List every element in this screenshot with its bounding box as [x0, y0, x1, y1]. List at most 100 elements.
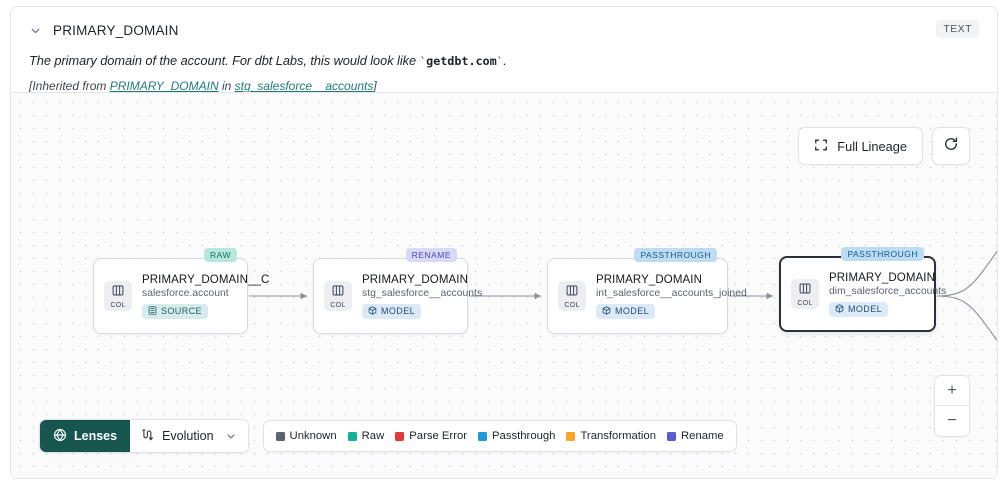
column-detail-card: PRIMARY_DOMAIN TEXT The primary domain o… [10, 6, 998, 479]
node-info: PRIMARY_DOMAIN dim_salesforce_accounts M… [819, 272, 946, 317]
col-type-chip: COL [324, 281, 352, 311]
node-kind-label: MODEL [848, 304, 883, 314]
lineage-legend: Unknown Raw Parse Error Passthrough [262, 420, 737, 452]
zoom-out-button[interactable]: − [947, 412, 957, 429]
columns-icon [566, 283, 578, 301]
legend-item: Parse Error [395, 430, 467, 442]
node-table-name: dim_salesforce_accounts [829, 285, 947, 297]
node-info: PRIMARY_DOMAIN stg_salesforce__accounts … [352, 274, 482, 319]
evolution-label: Evolution [162, 429, 214, 443]
full-lineage-label: Full Lineage [837, 138, 907, 154]
columns-icon [332, 283, 344, 301]
backtick-close: ` [496, 55, 504, 68]
node-kind-badge: MODEL [829, 301, 889, 317]
node-tag-badge: RENAME [405, 248, 457, 262]
col-chip-label: COL [564, 302, 580, 309]
legend-swatch [347, 431, 357, 441]
legend-item: Raw [347, 430, 385, 442]
node-info: PRIMARY_DOMAIN__C salesforce.account SOU… [132, 274, 269, 319]
chevron-down-icon [225, 430, 237, 442]
lineage-bottom-bar: Lenses Evolution U [39, 419, 737, 453]
refresh-icon [943, 136, 959, 157]
inherited-prefix: [Inherited from [29, 79, 110, 93]
lineage-edges [249, 250, 997, 342]
refresh-button[interactable] [932, 127, 970, 165]
legend-item: Unknown [275, 430, 337, 442]
inherited-middle: in [218, 79, 235, 93]
lineage-node[interactable]: PASSTHROUGH COL PRIMARY_DOMAIN int_sales… [547, 248, 747, 334]
col-chip-label: COL [330, 302, 346, 309]
columns-icon [112, 283, 124, 301]
description-text-post: . [503, 53, 507, 68]
lenses-button[interactable]: Lenses [40, 420, 131, 452]
aperture-icon [53, 428, 67, 445]
evolution-dropdown[interactable]: Evolution [130, 420, 248, 452]
lineage-canvas[interactable]: Full Lineage RAW [11, 92, 997, 478]
columns-icon [799, 281, 811, 299]
node-info: PRIMARY_DOMAIN int_salesforce__accounts_… [586, 274, 747, 319]
legend-item: Rename [667, 430, 724, 442]
cube-icon [602, 305, 611, 317]
col-type-chip: COL [558, 281, 586, 311]
legend-swatch [667, 431, 677, 441]
lineage-toolbar: Full Lineage [798, 127, 970, 165]
evolution-path-icon [141, 428, 155, 445]
inherited-column-link[interactable]: PRIMARY_DOMAIN [109, 79, 219, 93]
zoom-in-button[interactable]: + [935, 376, 969, 406]
node-table-name: stg_salesforce__accounts [362, 287, 483, 299]
node-tag-badge: PASSTHROUGH [841, 247, 924, 261]
cube-icon [368, 305, 377, 317]
inherited-suffix: ] [373, 79, 377, 93]
legend-label: Raw [361, 430, 385, 442]
node-column-name: PRIMARY_DOMAIN__C [142, 273, 270, 286]
inherited-table-link[interactable]: stg_salesforce__accounts [234, 79, 374, 93]
lenses-control-group: Lenses Evolution [39, 419, 249, 453]
node-kind-badge: MODEL [362, 303, 422, 319]
column-description: The primary domain of the account. For d… [29, 53, 979, 68]
legend-label: Unknown [289, 430, 337, 442]
description-code: getdbt.com [426, 54, 497, 68]
legend-swatch [395, 431, 405, 441]
node-kind-badge: MODEL [596, 303, 656, 319]
page-title: PRIMARY_DOMAIN [53, 22, 179, 38]
lenses-label: Lenses [74, 429, 118, 443]
legend-label: Parse Error [409, 430, 468, 442]
zoom-controls: + − [934, 375, 970, 437]
node-kind-label: MODEL [381, 306, 416, 316]
backtick-open: ` [419, 55, 427, 68]
cube-icon [835, 303, 844, 315]
node-kind-label: MODEL [615, 306, 650, 316]
legend-item: Passthrough [478, 430, 555, 442]
node-tag-badge: RAW [203, 248, 237, 262]
database-icon [148, 305, 157, 317]
legend-label: Transformation [580, 430, 657, 442]
col-type-chip: COL [791, 279, 819, 309]
legend-swatch [566, 431, 576, 441]
legend-swatch [275, 431, 285, 441]
header-title-row: PRIMARY_DOMAIN [29, 19, 979, 41]
node-kind-badge: SOURCE [142, 303, 208, 319]
description-text-pre: The primary domain of the account. For d… [29, 53, 420, 68]
lineage-node[interactable]: RENAME COL PRIMARY_DOMAIN stg_salesforce… [313, 248, 482, 334]
node-column-name: PRIMARY_DOMAIN [829, 271, 935, 284]
inherited-from-line: [Inherited from PRIMARY_DOMAIN in stg_sa… [29, 79, 979, 93]
legend-item: Transformation [566, 430, 656, 442]
lineage-node[interactable]: RAW COL PRIMARY_DOMAIN__C salesforce.acc… [93, 248, 269, 334]
node-column-name: PRIMARY_DOMAIN [362, 273, 468, 286]
chevron-down-icon[interactable] [29, 24, 42, 37]
col-type-chip: COL [104, 281, 132, 311]
node-tag-badge: PASSTHROUGH [634, 248, 717, 262]
col-chip-label: COL [110, 302, 126, 309]
legend-label: Rename [681, 430, 724, 442]
type-badge: TEXT [936, 20, 979, 38]
lineage-node-selected[interactable]: PASSTHROUGH COL PRIMARY_DOMAIN dim_sales… [779, 247, 946, 332]
node-kind-label: SOURCE [161, 306, 202, 316]
col-chip-label: COL [797, 300, 813, 307]
node-table-name: int_salesforce__accounts_joined [596, 287, 747, 299]
expand-corners-icon [814, 138, 828, 155]
column-header: PRIMARY_DOMAIN TEXT The primary domain o… [11, 7, 997, 93]
node-table-name: salesforce.account [142, 287, 229, 299]
full-lineage-button[interactable]: Full Lineage [798, 127, 923, 165]
node-column-name: PRIMARY_DOMAIN [596, 273, 702, 286]
